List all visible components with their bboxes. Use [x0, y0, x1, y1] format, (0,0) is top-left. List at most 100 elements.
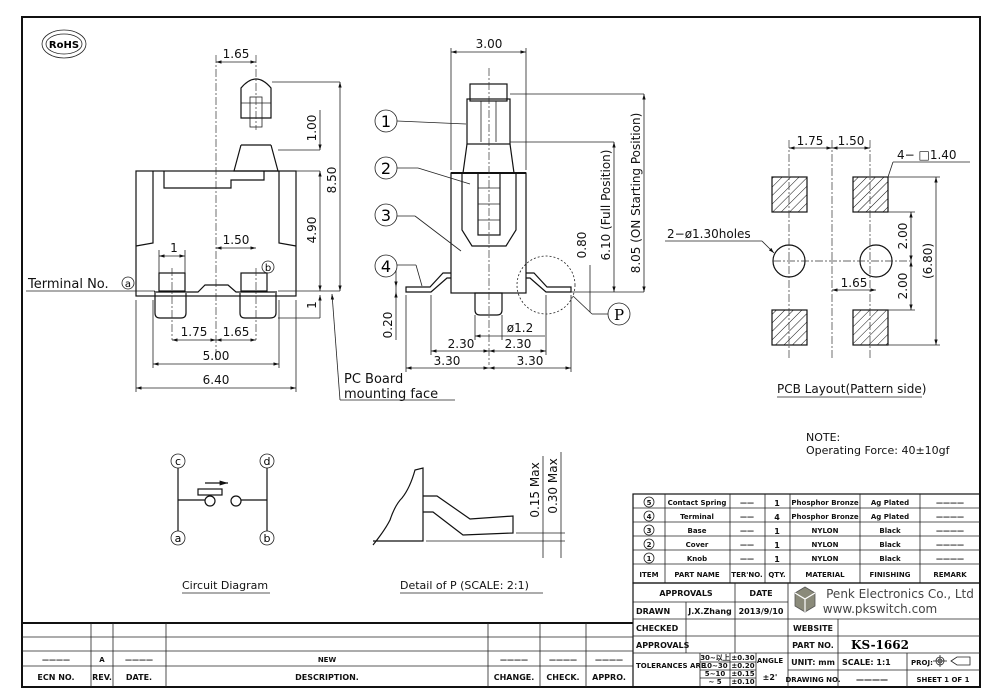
- tolerance-range: 10~30: [702, 662, 727, 670]
- revision-cell: ————: [549, 656, 577, 664]
- material: NYLON: [812, 527, 839, 535]
- part-name: Contact Spring: [668, 499, 727, 507]
- table-header: PART NAME: [674, 571, 719, 579]
- item-number: 3: [647, 527, 652, 535]
- title-block: APPROVALS DATE DRAWN J.X.Zhang 2013/9/10…: [632, 582, 981, 688]
- dim-terminal-height: 1: [305, 301, 319, 309]
- table-header: TER'NO.: [731, 571, 762, 579]
- pcb-layout-caption: PCB Layout(Pattern side): [777, 382, 926, 396]
- table-header: MATERIAL: [805, 571, 845, 579]
- parts-table-row: 3 Base —— 1 NYLON Black ————: [643, 524, 964, 536]
- revision-cell: A: [99, 656, 105, 664]
- revision-header: CHECK.: [546, 673, 579, 682]
- part-name: Base: [688, 527, 707, 535]
- circuit-diagram: c d a b Circuit Diagram: [170, 453, 275, 594]
- dim-right-offset: 1.65: [223, 325, 250, 339]
- svg-text:4: 4: [381, 257, 391, 276]
- dim-pcb-left: 1.75: [797, 134, 824, 148]
- tolerance-value: ±0.10: [731, 678, 754, 686]
- tb-part-no-label: PART NO.: [792, 641, 834, 650]
- dim-left-offset: 1.75: [181, 325, 208, 339]
- tb-tolerances: TOLERANCES ARE: [636, 662, 706, 670]
- dim-full-position: 6.10 (Full Position): [599, 150, 613, 261]
- remark: ————: [936, 527, 964, 535]
- item-number: 2: [647, 541, 652, 549]
- ter-no: ——: [740, 527, 754, 535]
- dim-lead-outer-left: 3.30: [434, 354, 461, 368]
- part-name: Knob: [687, 555, 707, 563]
- revision-cell: NEW: [318, 656, 337, 664]
- dim-hole-offset: 1.65: [841, 276, 868, 290]
- terminal-a-label: a: [125, 279, 131, 290]
- svg-text:d: d: [264, 455, 271, 468]
- revision-header: CHANGE.: [494, 673, 535, 682]
- finishing: Ag Plated: [871, 499, 909, 507]
- tb-date-header: DATE: [749, 589, 772, 598]
- dim-total-height: 8.50: [325, 167, 339, 194]
- tolerance-range: 5~10: [705, 670, 726, 678]
- ter-no: ——: [740, 541, 754, 549]
- company-logo-icon: [794, 586, 816, 613]
- item-number: 5: [647, 499, 652, 507]
- qty: 1: [774, 499, 780, 508]
- dim-body-height: 4.90: [305, 217, 319, 244]
- svg-text:2: 2: [381, 159, 391, 178]
- tb-angle-label: ANGLE: [757, 657, 783, 665]
- rohs-logo: RoHS: [41, 29, 87, 59]
- part-number: KS-1662: [851, 638, 909, 652]
- circuit-caption: Circuit Diagram: [182, 579, 268, 592]
- revision-header: ECN NO.: [37, 673, 74, 682]
- item-number-circle: [643, 510, 655, 522]
- terminal-label: Terminal No.: [27, 277, 109, 292]
- ter-no: ——: [740, 499, 754, 507]
- part-name: Terminal: [680, 513, 714, 521]
- tb-scale: SCALE: 1:1: [842, 658, 891, 667]
- company-name: Penk Electronics Co., Ltd: [826, 587, 974, 601]
- material: Phosphor Bronze: [791, 513, 858, 521]
- item-number: 4: [647, 513, 652, 521]
- dim-top-width: 1.65: [223, 47, 250, 61]
- detail-caption: Detail of P (SCALE: 2:1): [400, 579, 529, 592]
- pcb-note-line1: PC Board: [344, 372, 403, 387]
- finishing: Black: [879, 527, 901, 535]
- tb-sheet: SHEET 1 OF 1: [916, 676, 969, 684]
- detail-p: 0.15 Max 0.30 Max Detail of P (SCALE: 2:…: [372, 452, 565, 594]
- finishing: Black: [879, 541, 901, 549]
- dim-lead-outer-right: 3.30: [517, 354, 544, 368]
- dim-front-top-width: 3.00: [476, 37, 503, 51]
- svg-text:a: a: [175, 532, 182, 545]
- svg-text:c: c: [175, 455, 181, 468]
- tb-proj: PROJ:: [911, 659, 933, 667]
- material: Phosphor Bronze: [791, 499, 858, 507]
- drawing-border: [21, 16, 981, 688]
- item-number-circle: [643, 524, 655, 536]
- qty: 1: [774, 527, 780, 536]
- pcb-layout: 1.75 1.50 4− □1.40 2−ø1.30holes 1.65 2.0…: [665, 134, 970, 398]
- side-view: 1.65 1.00 4.90 8.50 1 1 1.50 b 1.75 1.65…: [26, 47, 455, 402]
- svg-text:3: 3: [381, 206, 391, 225]
- tb-drawn-label: DRAWN: [636, 607, 670, 616]
- website-url: www.pkswitch.com: [823, 602, 937, 616]
- remark: ————: [936, 499, 964, 507]
- table-header: REMARK: [933, 571, 967, 579]
- parts-table-row: 5 Contact Spring —— 1 Phosphor Bronze Ag Plat…: [643, 496, 964, 508]
- tolerance-value: ±0.30: [731, 654, 754, 662]
- tb-drawing-no: ————: [856, 675, 888, 684]
- item-number-circle: [643, 496, 655, 508]
- revision-block: ————A————NEW————————————ECN NO.REV.DATE.…: [22, 622, 633, 687]
- revision-cell: ————: [42, 656, 70, 664]
- remark: ————: [936, 555, 964, 563]
- dim-knob-height: 1.00: [305, 115, 319, 142]
- item-number-circle: [643, 538, 655, 550]
- tolerance-range: 30~以上: [700, 653, 730, 662]
- note-text: Operating Force: 40±10gf: [806, 444, 951, 457]
- holes-label: 2−ø1.30holes: [667, 227, 751, 241]
- qty: 1: [774, 555, 780, 564]
- dim-pcb-lower: 2.00: [896, 273, 910, 300]
- dim-inner-width: 5.00: [203, 349, 230, 363]
- tb-angle-value: ±2': [763, 673, 778, 682]
- dim-lead-inner-right: 2.30: [505, 337, 532, 351]
- callout-1: 1: [374, 109, 467, 133]
